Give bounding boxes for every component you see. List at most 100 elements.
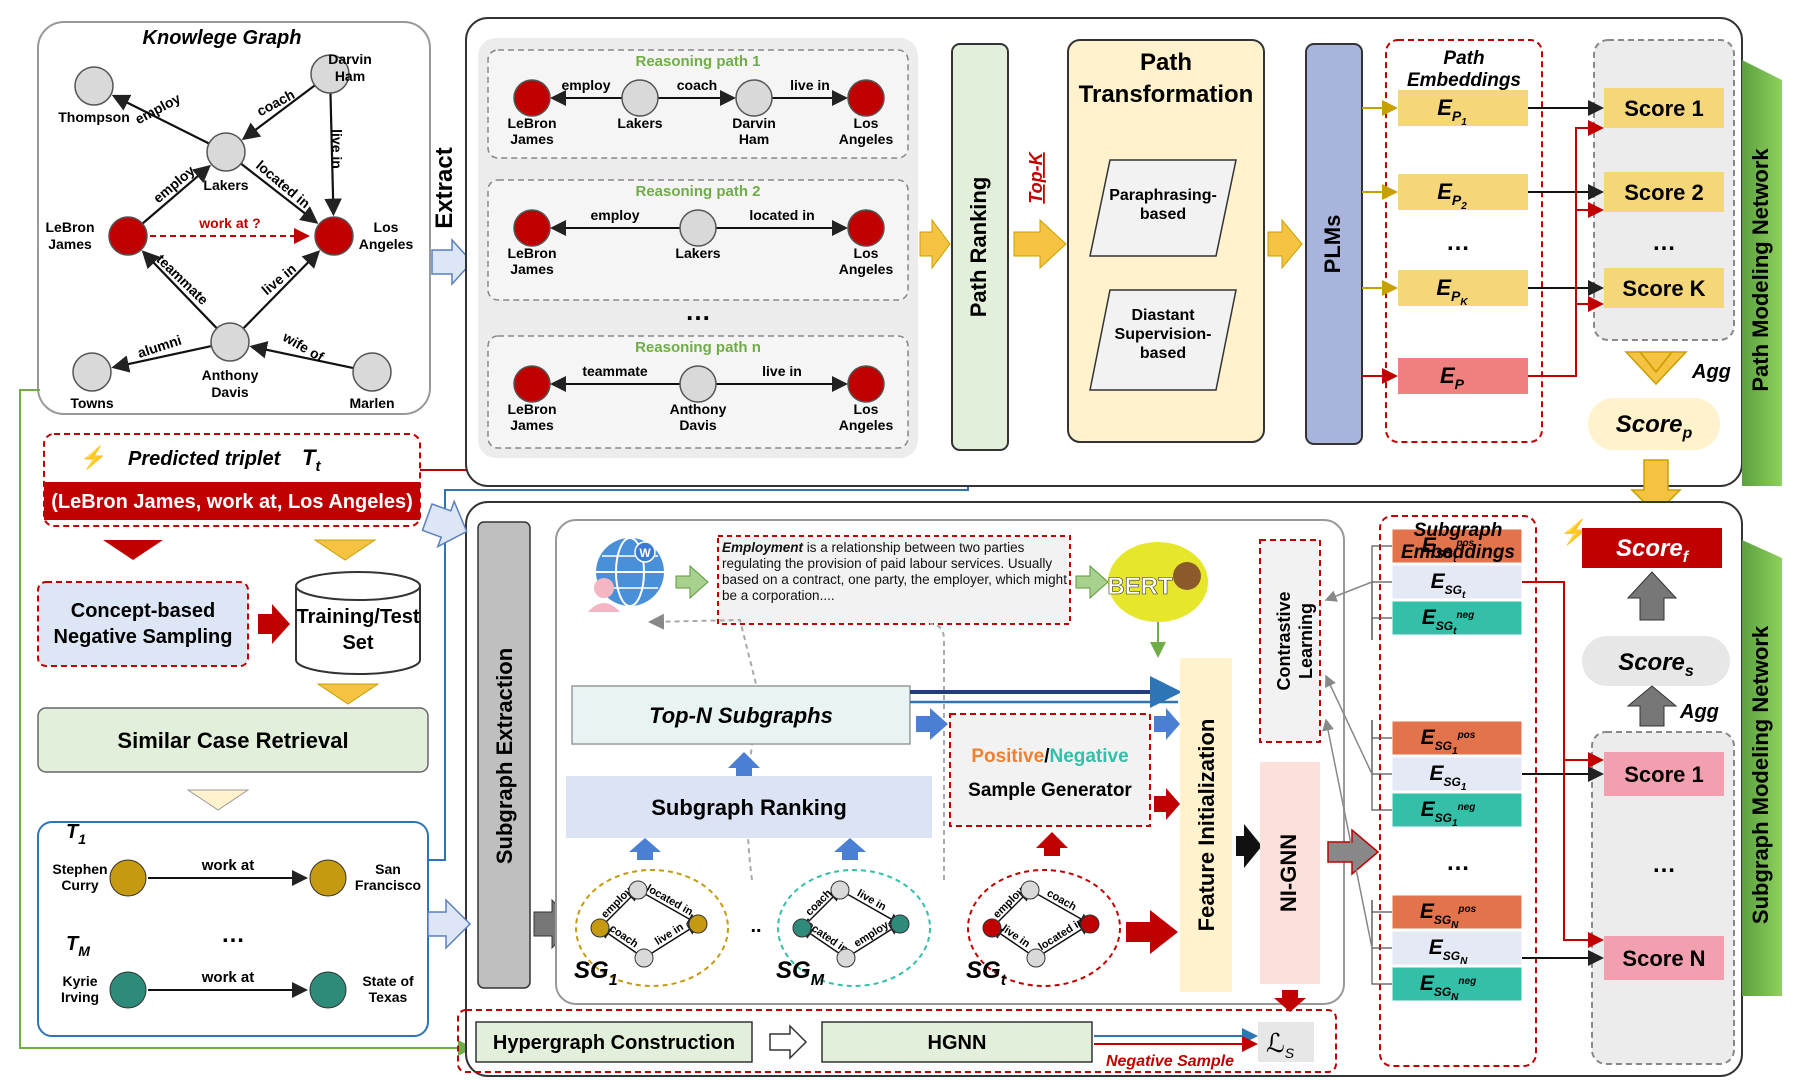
predicted-symbol: Tt	[302, 445, 321, 475]
case-tail-node	[309, 971, 347, 1009]
subgraph-embedding-label: ESG1neg	[1421, 798, 1476, 829]
path-node-label: Lakers	[617, 115, 662, 131]
paths-dots: …	[685, 296, 711, 326]
subgraph-node	[1080, 914, 1100, 934]
subgraph-node	[830, 880, 850, 900]
path-score-box	[1604, 88, 1724, 128]
paraphrasing-box	[1089, 159, 1237, 257]
path-node	[513, 79, 551, 117]
path-ranking-box	[951, 43, 1009, 451]
subgraph-node	[890, 914, 910, 934]
subgraph-scores-panel	[1591, 731, 1735, 1065]
subgraph-node	[628, 880, 648, 900]
subgraph-node	[836, 948, 856, 968]
loss-box	[1258, 1022, 1314, 1062]
path-node	[847, 79, 885, 117]
extract-label: Extract	[431, 147, 458, 228]
path-network-label: Path Modeling Network	[1748, 148, 1773, 392]
distant-supervision-box	[1089, 289, 1237, 391]
subgraph-network-label: Subgraph Modeling Network	[1748, 625, 1773, 924]
subgraph-node	[1020, 880, 1040, 900]
path-score-label: Score 2	[1624, 180, 1704, 205]
kg-node-thompson	[74, 66, 114, 106]
kg-edge	[241, 84, 316, 141]
feature-init-box	[1180, 658, 1232, 992]
cases-dots: …	[221, 921, 245, 948]
subgraph-score-box	[1604, 936, 1724, 980]
path-score-label: Score 1	[1624, 96, 1704, 121]
subgraph-network-bar	[1742, 540, 1782, 996]
subgraph-embedding-label: ESGNneg	[1420, 972, 1476, 1003]
path-embeddings-panel	[1385, 39, 1543, 443]
case-tail-node	[309, 859, 347, 897]
subgraph-score-label: Score N	[1622, 946, 1705, 971]
reasoning-path-title: Reasoning path n	[635, 339, 761, 356]
path-embedding-label: EP2	[1437, 179, 1467, 212]
topn-label: Top-N Subgraphs	[649, 703, 833, 728]
feature-init-label: Feature Initialization	[1194, 719, 1219, 932]
topn-box	[571, 685, 911, 745]
kg-node-la	[314, 216, 354, 256]
subgraph-extraction-label: Subgraph Extraction	[492, 648, 517, 864]
path-edge-label: teammate	[582, 363, 648, 379]
score-s-label: Scores	[1618, 649, 1694, 680]
subgraph-embedding-box	[1391, 756, 1523, 792]
path-embedding-box	[1398, 90, 1528, 126]
sample-generator-title: Positive/Negative	[971, 746, 1128, 767]
path-node	[513, 365, 551, 403]
kg-edge	[242, 250, 321, 330]
paraphrasing-label-text: Paraphrasing-based	[1109, 187, 1217, 223]
subgraph-embedding-box	[1391, 528, 1523, 564]
nignn-box	[1260, 762, 1320, 984]
path-embedding-label: EP1	[1437, 95, 1467, 128]
kg-node-lebron	[108, 216, 148, 256]
sample-generator-label: Sample Generator	[968, 780, 1132, 801]
kg-node-anthony	[210, 322, 250, 362]
bert-label: BERT	[1107, 573, 1173, 600]
topk-label: Top-K	[1026, 150, 1046, 203]
path-node	[621, 79, 659, 117]
score-p-label: Scorep	[1616, 411, 1693, 442]
subgraph-embedding-label: ESG1pos	[1421, 726, 1476, 757]
subgraph-label: SG1	[574, 957, 618, 989]
reasoning-path-title: Reasoning path 2	[635, 183, 760, 200]
hypergraph-row	[457, 1009, 1337, 1073]
subgraph-node	[590, 918, 610, 938]
predicted-triplet-text: (LeBron James, work at, Los Angeles)	[51, 491, 413, 513]
kg-query-label: work at ?	[198, 215, 260, 231]
kg-node-lakers	[206, 132, 246, 172]
path-edge-label: live in	[762, 363, 802, 379]
subgraph-label: SGt	[966, 957, 1007, 989]
nignn-label: NI-GNN	[1276, 834, 1301, 912]
kg-edge	[111, 344, 212, 373]
svg-text:W: W	[639, 546, 651, 560]
reasoning-path-box	[487, 49, 909, 159]
plms-label: PLMs	[1320, 215, 1345, 274]
case-symbol: T1	[66, 821, 86, 847]
hgnn-box	[821, 1021, 1093, 1063]
subgraph-score-dots: …	[1652, 851, 1676, 878]
score-f-box	[1582, 528, 1722, 568]
case-head-node	[109, 859, 147, 897]
path-embedding-box	[1398, 358, 1528, 394]
path-edge-label: employ	[590, 207, 639, 223]
similar-case-label: Similar Case Retrieval	[117, 728, 348, 753]
path-node	[735, 79, 773, 117]
path-edge-label: located in	[749, 207, 814, 223]
subgraph-score-box	[1604, 752, 1724, 796]
kg-edge	[324, 92, 342, 217]
path-node	[679, 209, 717, 247]
